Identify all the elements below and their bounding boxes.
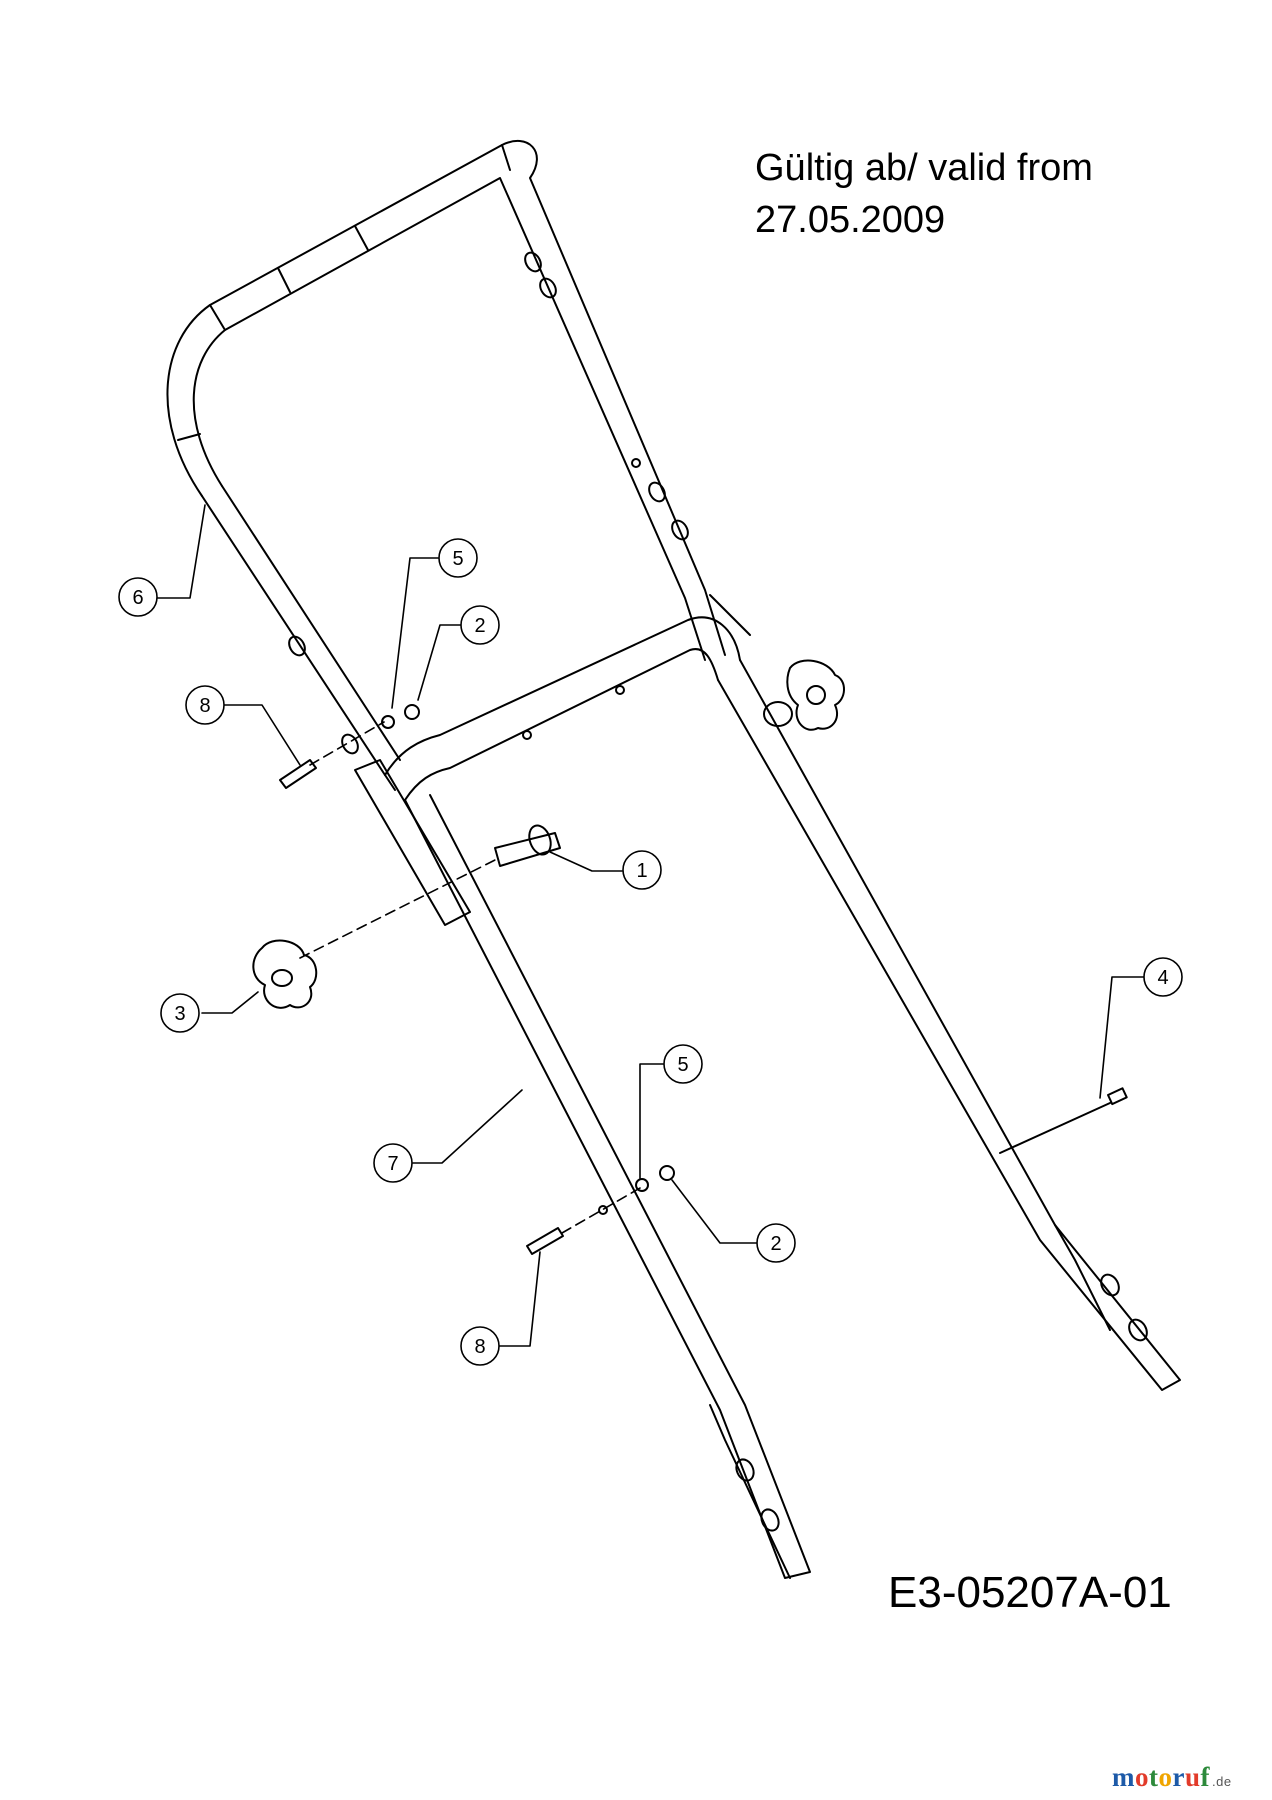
callout-5b-bubble <box>663 1044 703 1084</box>
drawing-number: E3-05207A-01 <box>888 1568 1172 1617</box>
callout-7: 7 <box>387 1153 398 1175</box>
callout-4-bubble <box>1143 957 1183 997</box>
star-knob <box>252 939 318 1009</box>
hairpin-lower <box>526 1227 564 1255</box>
callout-7-bubble <box>373 1143 413 1183</box>
validity-note: Gültig ab/ valid from 27.05.2009 <box>755 142 1093 246</box>
callout-6-bubble <box>118 577 158 617</box>
callout-8b-bubble <box>460 1326 500 1366</box>
callout-6: 6 <box>132 587 143 609</box>
washer-upper <box>381 715 395 729</box>
cable-tie <box>999 1087 1128 1154</box>
callout-8a-bubble <box>185 685 225 725</box>
carriage-bolt <box>494 824 561 867</box>
callout-5a: 5 <box>452 548 463 570</box>
callout-2a: 2 <box>474 615 485 637</box>
callout-2b: 2 <box>770 1233 781 1255</box>
validity-line-1: Gültig ab/ valid from <box>755 147 1093 189</box>
callout-2b-bubble <box>756 1223 796 1263</box>
callout-3: 3 <box>174 1003 185 1025</box>
callout-4: 4 <box>1157 967 1168 989</box>
brand-watermark: motoruf.de <box>1112 1762 1232 1793</box>
nut-upper <box>404 704 420 720</box>
assembly-lines <box>299 721 641 1234</box>
nut-lower <box>659 1165 675 1181</box>
callout-5a-bubble <box>438 538 478 578</box>
callout-3-bubble <box>160 993 200 1033</box>
callout-2a-bubble <box>460 605 500 645</box>
callout-8b: 8 <box>474 1336 485 1358</box>
installed-knob <box>786 659 845 731</box>
brand-name: motoruf <box>1112 1762 1211 1792</box>
hairpin-upper <box>279 759 317 789</box>
washer-lower <box>635 1178 649 1192</box>
brand-tld: .de <box>1212 1774 1232 1789</box>
upper-handle <box>166 139 751 776</box>
callout-1-bubble <box>622 850 662 890</box>
callout-1: 1 <box>636 860 647 882</box>
callout-8a: 8 <box>199 695 210 717</box>
lower-handle <box>354 616 1181 1579</box>
validity-line-2: 27.05.2009 <box>755 199 946 241</box>
callout-5b: 5 <box>677 1054 688 1076</box>
